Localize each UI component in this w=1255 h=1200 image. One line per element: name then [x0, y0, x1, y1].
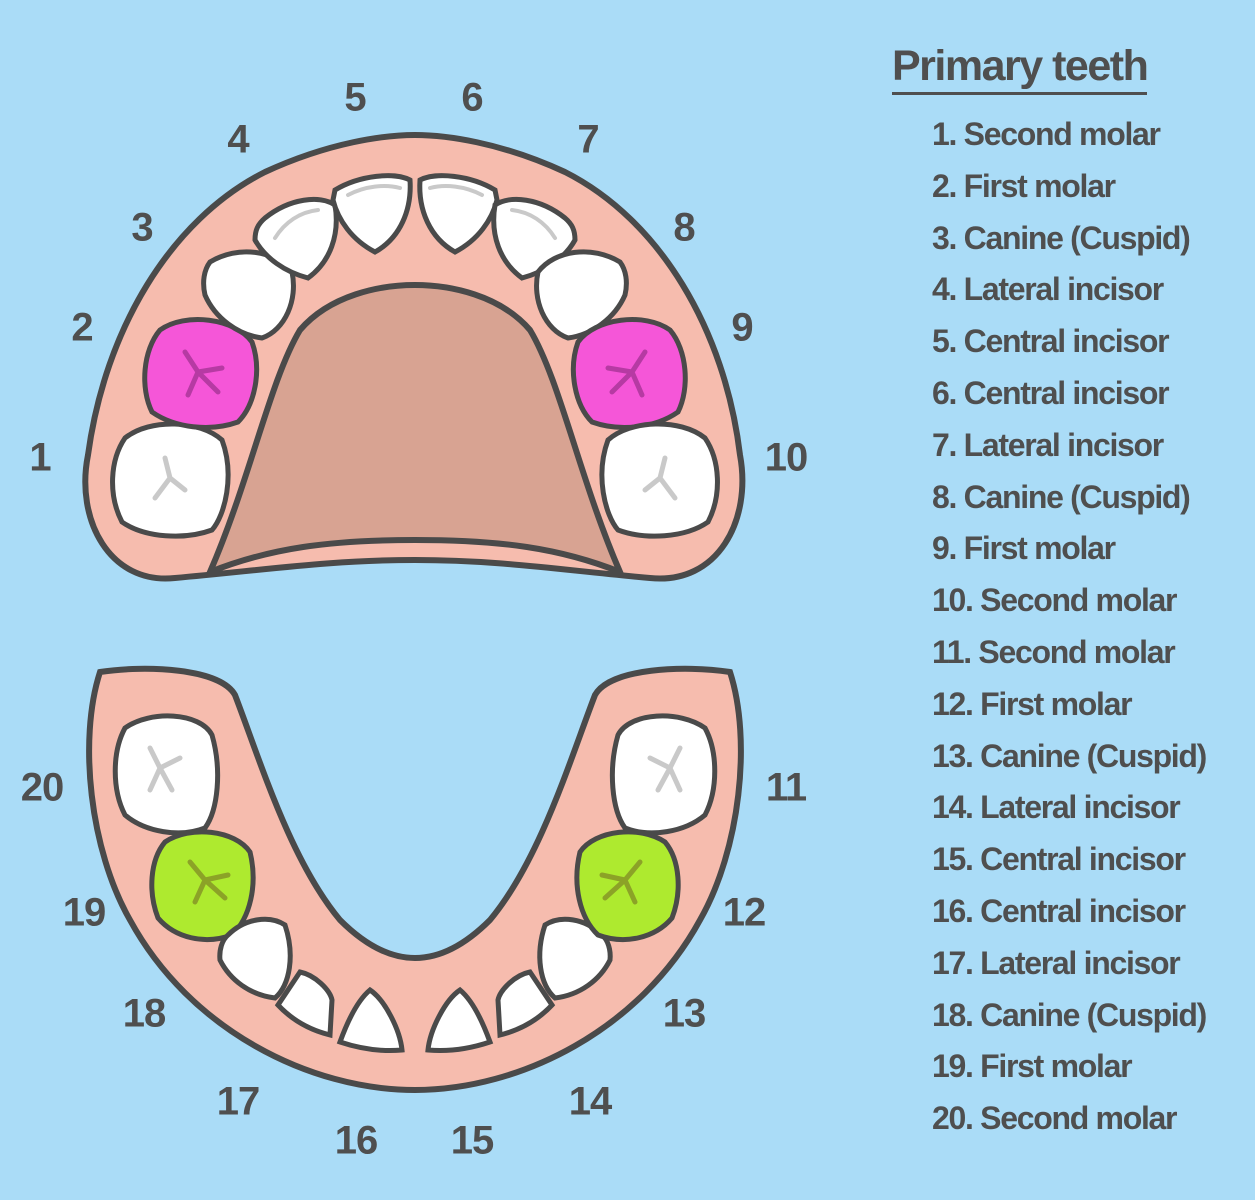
legend-item: 14. Lateral incisor	[932, 782, 1242, 834]
tooth-number-19: 19	[63, 891, 106, 935]
tooth-number-17: 17	[217, 1080, 260, 1124]
legend-item: 19. First molar	[932, 1041, 1242, 1093]
legend-item: 18. Canine (Cuspid)	[932, 990, 1242, 1042]
tooth-number-3: 3	[131, 206, 152, 250]
tooth-number-11: 11	[766, 766, 807, 810]
tooth-number-6: 6	[461, 76, 482, 120]
legend-item: 4. Lateral incisor	[932, 264, 1242, 316]
legend-item: 7. Lateral incisor	[932, 420, 1242, 472]
tooth-1	[113, 424, 229, 536]
legend-item: 15. Central incisor	[932, 834, 1242, 886]
tooth-2	[145, 320, 257, 428]
tooth-number-10: 10	[765, 436, 808, 480]
legend-list: 1. Second molar 2. First molar 3. Canine…	[932, 109, 1242, 1145]
legend-item: 11. Second molar	[932, 627, 1242, 679]
tooth-19	[152, 832, 253, 940]
legend-item: 9. First molar	[932, 523, 1242, 575]
tooth-number-2: 2	[71, 306, 92, 350]
legend-item: 12. First molar	[932, 679, 1242, 731]
tooth-number-13: 13	[663, 992, 706, 1036]
tooth-number-16: 16	[335, 1119, 378, 1163]
tooth-number-4: 4	[227, 118, 250, 162]
tooth-number-14: 14	[569, 1080, 613, 1124]
legend-item: 10. Second molar	[932, 575, 1242, 627]
legend-item: 1. Second molar	[932, 109, 1242, 161]
tooth-12	[577, 832, 678, 940]
tooth-number-12: 12	[723, 891, 766, 935]
dental-arch-diagram: 1 2 3 4 5 6 7 8 9 10 11 12 13 14 15 16 1…	[0, 0, 860, 1200]
tooth-number-1: 1	[29, 436, 51, 480]
tooth-20	[115, 716, 217, 833]
tooth-10	[602, 424, 718, 536]
tooth-number-15: 15	[451, 1119, 494, 1163]
legend-item: 13. Canine (Cuspid)	[932, 731, 1242, 783]
lower-jaw	[89, 669, 741, 1090]
legend-item: 5. Central incisor	[932, 316, 1242, 368]
tooth-number-9: 9	[731, 306, 752, 350]
upper-jaw	[85, 135, 742, 579]
legend-item: 8. Canine (Cuspid)	[932, 472, 1242, 524]
tooth-number-8: 8	[673, 206, 695, 250]
tooth-9	[573, 320, 685, 428]
legend-item: 3. Canine (Cuspid)	[932, 213, 1242, 265]
legend-item: 20. Second molar	[932, 1093, 1242, 1145]
tooth-number-18: 18	[123, 992, 166, 1036]
legend-item: 6. Central incisor	[932, 368, 1242, 420]
tooth-number-7: 7	[577, 118, 598, 162]
legend-item: 2. First molar	[932, 161, 1242, 213]
tooth-number-20: 20	[21, 766, 64, 810]
tooth-number-5: 5	[344, 76, 366, 120]
legend-item: 16. Central incisor	[932, 886, 1242, 938]
tooth-11	[612, 716, 714, 833]
legend: Primary teeth 1. Second molar 2. First m…	[892, 40, 1242, 1145]
legend-item: 17. Lateral incisor	[932, 938, 1242, 990]
legend-title: Primary teeth	[892, 40, 1147, 95]
